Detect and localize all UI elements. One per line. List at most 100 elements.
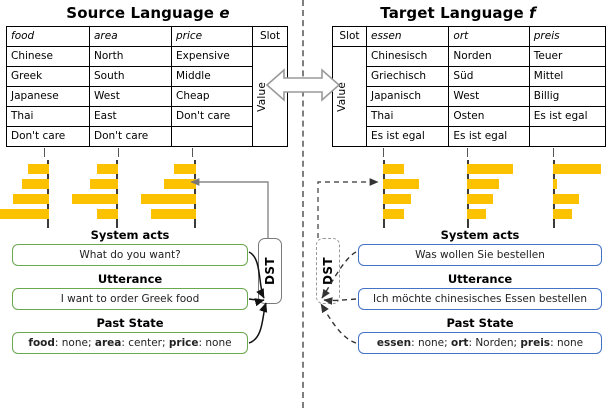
past-state-val-ort: : Norden; (468, 337, 521, 349)
target-cell-preis-2: Billig (528, 86, 606, 107)
target-cell-ort-4: Es ist egal (448, 126, 530, 147)
table-row: Don't care Don't care (6, 126, 288, 147)
bar-group-ort (467, 160, 529, 228)
source-panel-title: Source Language e (0, 4, 296, 22)
source-cell-area-3: East (89, 106, 172, 127)
target-slot-value-table: Slot essen ort preis Value Chinesisch No… (332, 26, 606, 147)
past-state-key-price: price (168, 337, 199, 349)
target-cell-essen-0: Chinesisch (365, 46, 450, 67)
dst-label-left: DST (263, 257, 277, 285)
target-cell-preis-0: Teuer (528, 46, 606, 67)
source-header-price: price (171, 26, 253, 47)
caption-system-acts-right: System acts (440, 228, 520, 242)
source-header-food: food (6, 26, 90, 47)
bar-group-preis (553, 160, 606, 228)
target-cell-essen-4: Es ist egal (365, 126, 450, 147)
bar (383, 209, 404, 219)
source-panel-title-text: Source Language (66, 4, 215, 22)
source-cell-area-0: North (89, 46, 172, 67)
bar (151, 209, 196, 219)
table-row: Thai East Don't care (6, 106, 288, 127)
column-tick-price (192, 148, 193, 157)
target-value-label: Value (332, 46, 367, 147)
target-cell-essen-1: Griechisch (365, 66, 450, 87)
bar (0, 209, 49, 219)
past-state-key-food: food (28, 337, 55, 349)
table-row-header: Slot essen ort preis (332, 26, 606, 47)
utterance-text-right: Ich möchte chinesisches Essen bestellen (372, 293, 588, 305)
source-slot-value-table: food area price Slot Chinese North Expen… (6, 26, 288, 147)
target-cell-ort-1: Süd (448, 66, 530, 87)
column-tick-essen (383, 148, 384, 157)
bar-group-food (0, 160, 49, 228)
source-cell-food-3: Thai (6, 106, 90, 127)
bar (467, 194, 493, 204)
past-state-key-essen: essen (376, 337, 412, 349)
past-state-val-food: : none; (54, 337, 95, 349)
past-state-key-ort: ort (451, 337, 469, 349)
target-panel-title-text: Target Language (380, 4, 524, 22)
past-state-val-area: : center; (121, 337, 169, 349)
source-cell-price-0: Expensive (171, 46, 253, 67)
past-state-text-left: food: none; area: center; price: none (28, 337, 231, 349)
target-panel-title-variable: f (529, 4, 536, 22)
bar-group-essen (383, 160, 445, 228)
source-cell-area-2: West (89, 86, 172, 107)
bar-group-price (130, 160, 196, 228)
bar (164, 179, 196, 189)
bar (13, 194, 49, 204)
past-state-key-area: area (94, 337, 122, 349)
bar (97, 209, 118, 219)
system-acts-text-left: What do you want? (79, 249, 181, 261)
bar (97, 164, 118, 174)
dst-box-right[interactable]: DST (316, 238, 340, 304)
target-slot-label: Slot (332, 26, 367, 47)
caption-system-acts-left: System acts (90, 228, 170, 242)
source-cell-food-2: Japanese (6, 86, 90, 107)
table-row: Griechisch Süd Mittel (333, 66, 606, 87)
bar (22, 179, 49, 189)
dst-box-left[interactable]: DST (258, 238, 282, 304)
target-cell-essen-3: Thai (365, 106, 450, 127)
utterance-box-right: Ich möchte chinesisches Essen bestellen (358, 288, 602, 310)
table-row: Value Chinesisch Norden Teuer (332, 46, 606, 147)
past-state-val-essen: : none; (411, 337, 452, 349)
bar (383, 194, 411, 204)
target-cell-essen-2: Japanisch (365, 86, 450, 107)
column-tick-food (44, 148, 45, 157)
target-cell-preis-1: Mittel (528, 66, 606, 87)
bar (467, 164, 513, 174)
caption-past-state-right: Past State (446, 316, 514, 330)
bar (467, 209, 486, 219)
source-cell-food-1: Greek (6, 66, 90, 87)
bar (28, 164, 49, 174)
source-slot-label: Slot (252, 26, 288, 47)
past-state-key-preis: preis (520, 337, 551, 349)
target-cell-preis-4 (528, 126, 606, 147)
bar (383, 164, 404, 174)
source-cell-food-0: Chinese (6, 46, 90, 67)
table-row: Es ist egal Es ist egal (333, 126, 606, 147)
source-cell-area-1: South (89, 66, 172, 87)
utterance-text-left: I want to order Greek food (60, 293, 200, 305)
table-row: Chinese North Expensive Value (6, 46, 288, 147)
past-state-text-right: essen: none; ort: Norden; preis: none (377, 337, 583, 349)
system-acts-box-left: What do you want? (12, 244, 248, 266)
panel-divider (302, 0, 304, 408)
utterance-box-left: I want to order Greek food (12, 288, 248, 310)
target-panel-title: Target Language f (310, 4, 606, 22)
bar (553, 164, 601, 174)
source-cell-area-4: Don't care (89, 126, 172, 147)
bar (174, 164, 196, 174)
source-panel-title-variable: e (219, 4, 230, 22)
target-cell-preis-3: Es ist egal (528, 106, 606, 127)
past-state-val-price: : none (198, 337, 232, 349)
target-cell-ort-0: Norden (448, 46, 530, 67)
column-tick-preis (553, 148, 554, 157)
target-header-preis: preis (528, 26, 606, 47)
column-tick-area (118, 148, 119, 157)
target-language-panel: Target Language f Slot essen ort preis V… (310, 0, 606, 408)
source-value-label-text: Value (256, 81, 268, 112)
bar (90, 179, 118, 189)
source-cell-price-4 (171, 126, 253, 147)
